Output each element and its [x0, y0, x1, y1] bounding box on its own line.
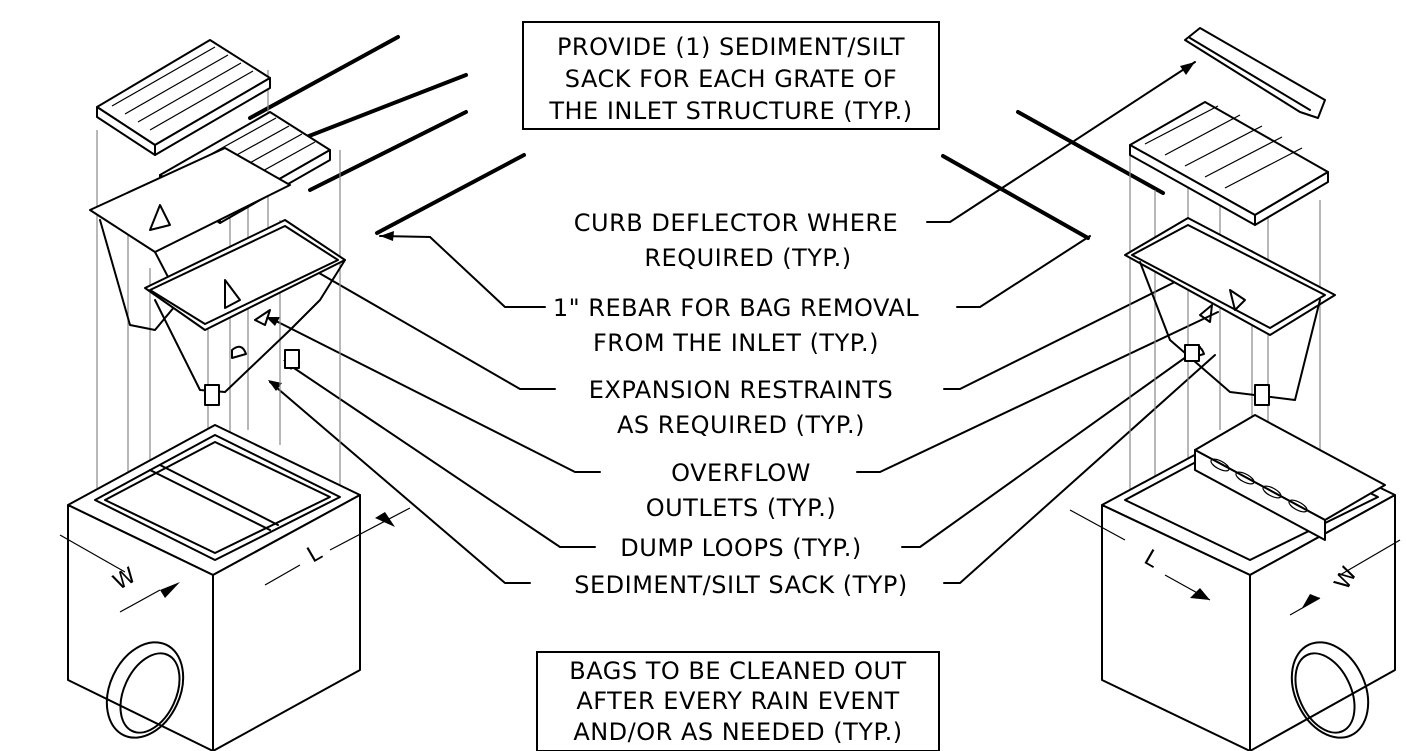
callout-rebar: 1" REBAR FOR BAG REMOVAL FROM THE INLET …: [553, 294, 919, 357]
note-box-top: PROVIDE (1) SEDIMENT/SILT SACK FOR EACH …: [522, 21, 940, 130]
callout-expansion-line-2: AS REQUIRED (TYP.): [617, 411, 865, 439]
callout-curb-deflector: CURB DEFLECTOR WHERE REQUIRED (TYP.): [574, 209, 898, 272]
note-bottom-line-1: BAGS TO BE CLEANED OUT: [569, 657, 906, 685]
leader-expansion-left: [299, 261, 556, 390]
left-inlet-assembly: W L: [59, 39, 411, 751]
silt-sack-left-lower: [144, 219, 346, 406]
leader-rebar-left: [429, 236, 546, 308]
leader-sediment-left: [269, 381, 531, 584]
catch-basin-right: [1101, 414, 1396, 751]
callout-overflow-outlets: OVERFLOW OUTLETS (TYP.): [646, 459, 837, 522]
callout-dump-loops-line-1: DUMP LOOPS (TYP.): [620, 534, 861, 562]
callout-sediment-sack: SEDIMENT/SILT SACK (TYP): [574, 571, 908, 599]
callout-rebar-line-1: 1" REBAR FOR BAG REMOVAL: [553, 294, 919, 322]
leader-rebar-right: [956, 235, 1091, 308]
note-top-line-2: SACK FOR EACH GRATE OF: [565, 65, 897, 93]
callout-expansion-restraints: EXPANSION RESTRAINTS AS REQUIRED (TYP.): [589, 376, 893, 439]
grate-right: [1129, 101, 1329, 226]
arrowhead: [1180, 62, 1195, 75]
silt-sack-right: [1124, 217, 1336, 406]
leader-dump-loops-right: [901, 346, 1201, 548]
grate-left-top: [96, 39, 271, 156]
note-top-line-1: PROVIDE (1) SEDIMENT/SILT: [557, 33, 905, 61]
note-top-line-3: THE INLET STRUCTURE (TYP.): [548, 97, 912, 125]
callout-overflow-line-2: OUTLETS (TYP.): [646, 494, 837, 522]
leader-curb-deflector: [926, 61, 1196, 223]
curb-deflector-right: [1184, 27, 1326, 119]
note-bottom-line-2: AFTER EVERY RAIN EVENT: [576, 687, 899, 715]
callout-dump-loops: DUMP LOOPS (TYP.): [620, 534, 861, 562]
note-bottom-line-3: AND/OR AS NEEDED (TYP.): [573, 718, 902, 746]
right-inlet-assembly: L W: [1069, 27, 1401, 751]
callout-sediment-sack-line-1: SEDIMENT/SILT SACK (TYP): [574, 571, 908, 599]
catch-basin-left: [67, 424, 361, 751]
leader-expansion-right: [943, 264, 1210, 390]
note-box-bottom: BAGS TO BE CLEANED OUT AFTER EVERY RAIN …: [536, 651, 940, 751]
leader-overflow-right: [856, 311, 1219, 473]
callout-curb-deflector-line-2: REQUIRED (TYP.): [644, 244, 851, 272]
callout-overflow-line-1: OVERFLOW: [671, 459, 811, 487]
leader-dump-loops-left: [284, 361, 596, 548]
callout-rebar-line-2: FROM THE INLET (TYP.): [593, 329, 879, 357]
callout-expansion-line-1: EXPANSION RESTRAINTS: [589, 376, 893, 404]
leader-overflow-left: [269, 317, 601, 473]
callout-curb-deflector-line-1: CURB DEFLECTOR WHERE: [574, 209, 898, 237]
